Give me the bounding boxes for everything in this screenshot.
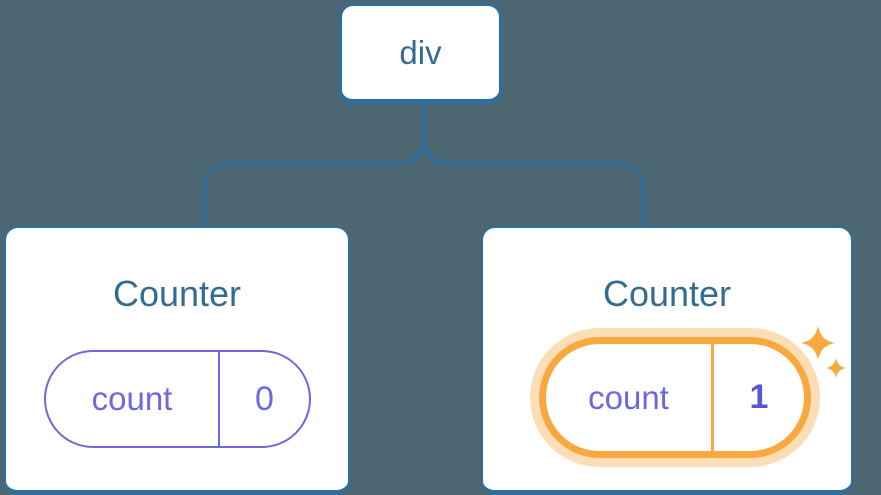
root-node-label: div <box>399 33 442 71</box>
connector-left-branch <box>202 136 426 228</box>
state-pill: count 0 <box>44 350 311 448</box>
root-node-div: div <box>339 3 502 104</box>
state-value: 0 <box>218 352 309 446</box>
state-key-label: count <box>91 380 173 417</box>
sparkles-icon <box>801 326 846 378</box>
state-pill-highlighted: count 1 <box>539 337 811 458</box>
counter-card-left: Counter count 0 <box>4 226 350 495</box>
state-key-label: count <box>588 378 669 416</box>
counter-title: Counter <box>602 273 732 314</box>
state-value: 1 <box>711 344 804 451</box>
counter-title: Counter <box>112 273 242 314</box>
counter-card-right: Counter count 1 <box>481 226 853 495</box>
connector-right-branch <box>421 136 646 228</box>
